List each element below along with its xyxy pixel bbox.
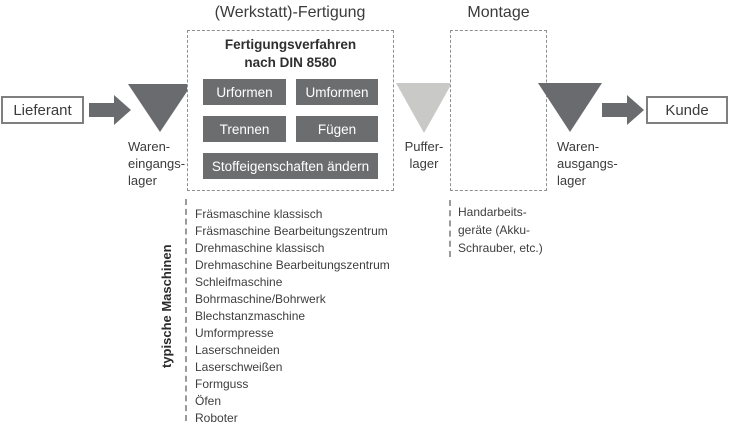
fertigungsverfahren-heading: Fertigungsverfahren	[224, 37, 357, 52]
machine-list-item: Formguss	[195, 377, 249, 391]
label-line: ausgangs-	[557, 156, 618, 171]
machine-list-item: Bohrmaschine/Bohrwerk	[195, 292, 326, 306]
supplier-node: Lieferant	[1, 96, 84, 124]
machine-list-item: Roboter	[195, 411, 238, 425]
label-line: Waren-	[557, 139, 600, 154]
wareneingangslager-label: Waren- eingangs- lager	[128, 138, 185, 189]
label-line: eingangs-	[128, 156, 186, 171]
machine-list-item: Fräsmaschine Bearbeitungszentrum	[195, 224, 388, 238]
customer-node: Kunde	[646, 96, 728, 124]
label-line: lager	[409, 156, 439, 171]
warenausgangslager-label: Waren- ausgangs- lager	[557, 138, 618, 189]
machine-list-item: Umformpresse	[195, 326, 274, 340]
typische-maschinen-label: typische Maschinen	[159, 244, 174, 368]
machine-list-item: Laserschneiden	[195, 343, 280, 357]
pufferlager-label: Puffer- lager	[396, 138, 452, 172]
machine-list-item: Drehmaschine Bearbeitungszentrum	[195, 258, 390, 272]
machines-dashed-line	[185, 199, 187, 421]
customer-flow-arrow-icon	[602, 95, 644, 125]
label-line: lager	[128, 173, 157, 188]
process-trennen: Trennen	[203, 116, 286, 142]
label-line: Waren-	[128, 139, 171, 154]
montage-dashed-box	[450, 30, 547, 191]
pufferlager-triangle-icon	[396, 83, 452, 133]
process-urformen: Urformen	[203, 79, 286, 105]
machine-list-item: Blechstanzmaschine	[195, 309, 306, 323]
tool-list-line: geräte (Akku-	[458, 223, 531, 237]
process-fuegen: Fügen	[296, 116, 378, 142]
machine-list-item: Drehmaschine klassisch	[195, 241, 325, 255]
label-line: lager	[557, 173, 586, 188]
label-line: Puffer-	[404, 139, 444, 154]
machine-list-item: Öfen	[195, 394, 222, 408]
fertigung-section-title: (Werkstatt)-Fertigung	[214, 4, 366, 21]
machine-list-item: Schleifmaschine	[195, 275, 283, 289]
montage-section-title: Montage	[467, 4, 530, 21]
arrow-head	[627, 95, 644, 125]
arrow-shaft	[89, 103, 114, 117]
tool-list-line: Handarbeits-	[458, 205, 527, 219]
tool-list-line: Schrauber, etc.)	[458, 241, 543, 255]
fertigung-dashed-box: Fertigungsverfahren nach DIN 8580 Urform…	[187, 30, 394, 191]
arrow-head	[114, 95, 131, 125]
process-umformen: Umformen	[296, 79, 378, 105]
machine-list-item: Laserschweißen	[195, 360, 283, 374]
machine-list-item: Fräsmaschine klassisch	[195, 207, 323, 221]
warenausgangslager-triangle-icon	[538, 83, 602, 132]
arrow-shaft	[602, 103, 627, 117]
montage-tools-dashed-line	[449, 200, 451, 257]
montage-tools-list: Handarbeits- geräte (Akku- Schrauber, et…	[458, 203, 543, 257]
process-stoffeigenschaften: Stoffeigenschaften ändern	[203, 153, 378, 179]
machine-list: Fräsmaschine klassisch Fräsmaschine Bear…	[195, 206, 390, 427]
din-8580-heading: nach DIN 8580	[244, 55, 337, 70]
supplier-flow-arrow-icon	[89, 95, 131, 125]
wareneingangslager-triangle-icon	[128, 84, 192, 132]
